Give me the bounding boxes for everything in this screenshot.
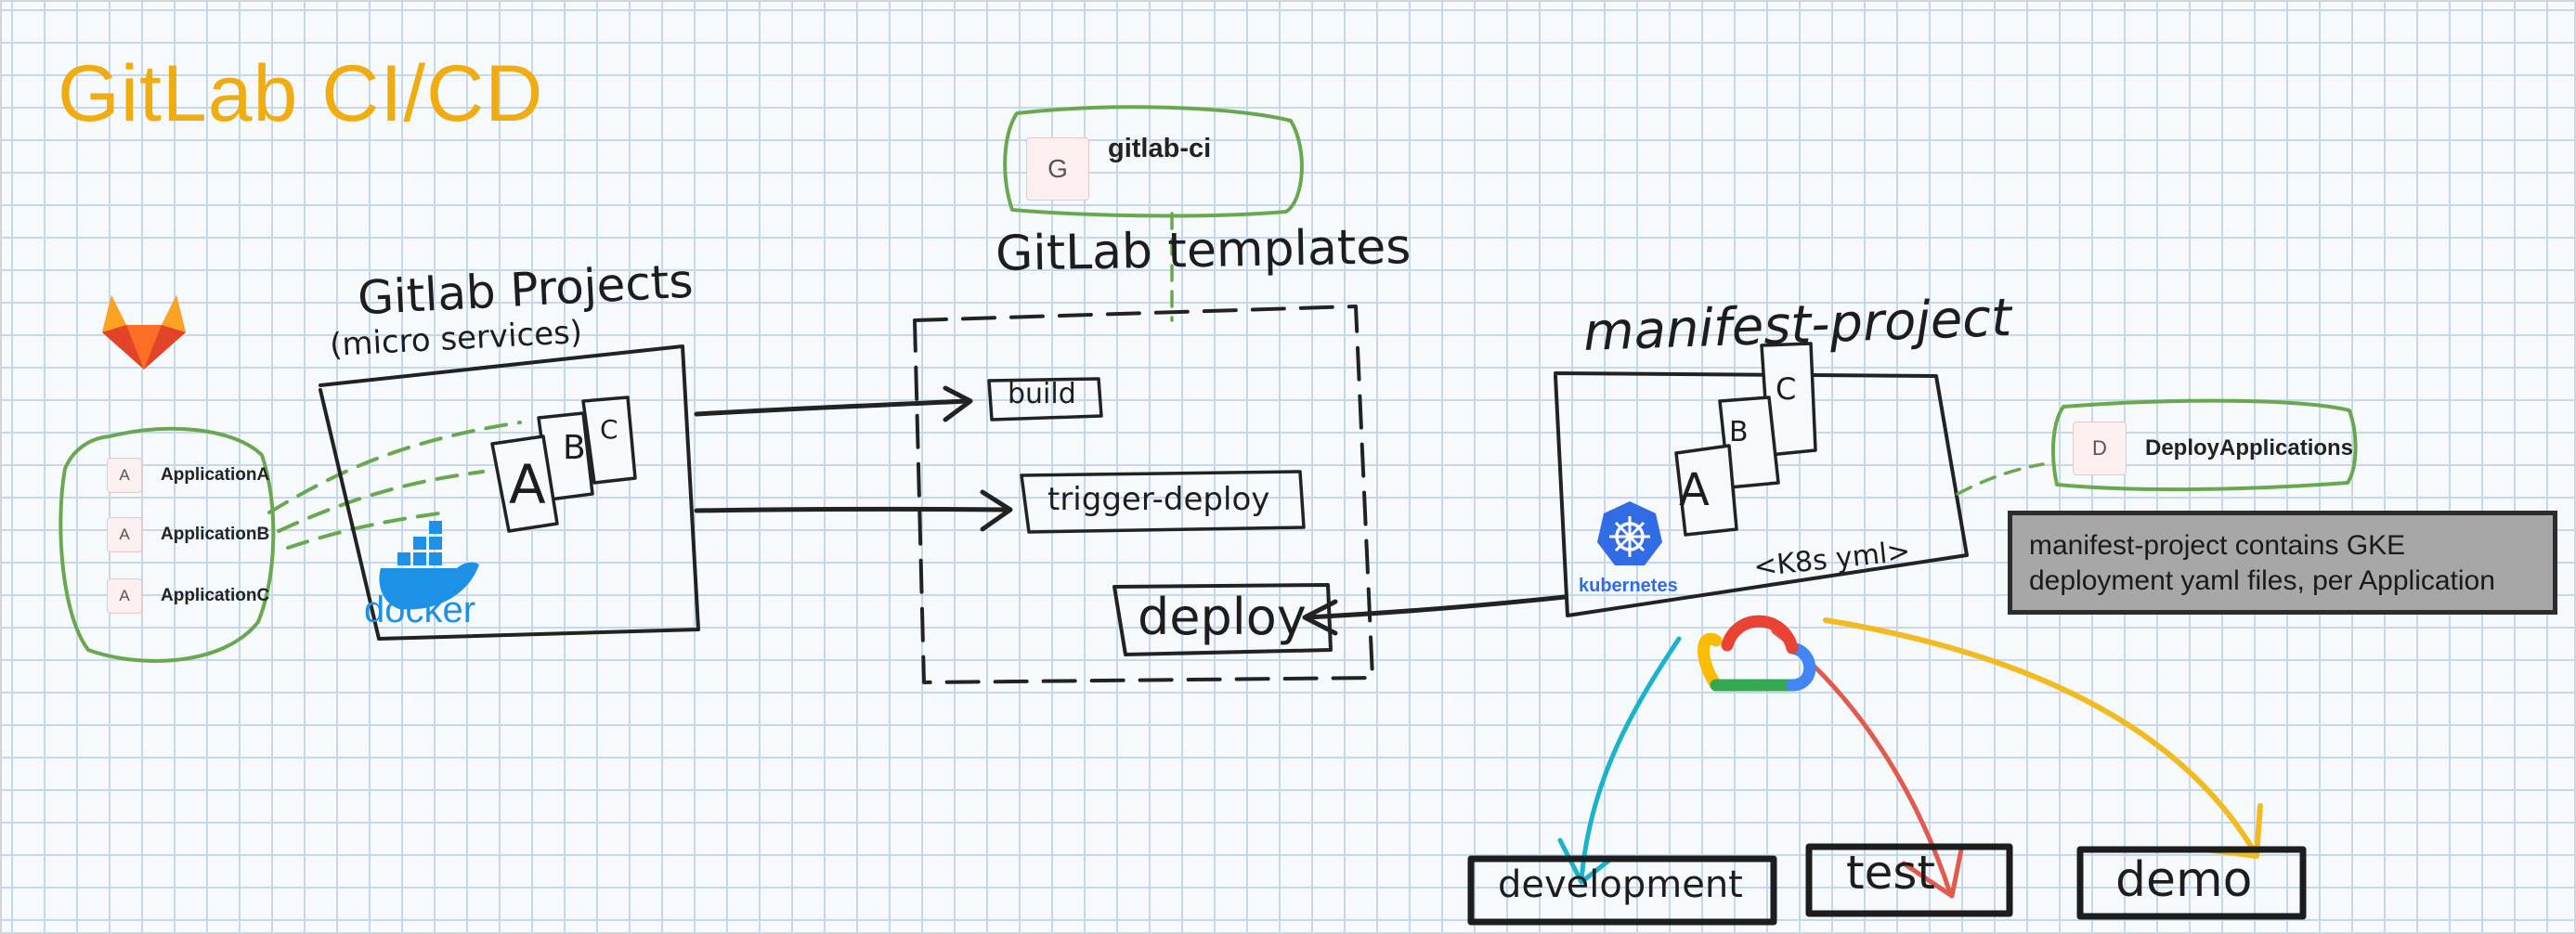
page-title: GitLab CI/CD	[58, 49, 544, 138]
project-card-b: B	[563, 429, 586, 467]
application-label: ApplicationC	[161, 586, 270, 605]
application-label: ApplicationA	[161, 465, 270, 485]
trigger-deploy-job-box	[1020, 470, 1306, 534]
build-job-box	[987, 377, 1103, 422]
gitlab-ci-icon: G	[1026, 137, 1089, 201]
templates-heading: GitLab templates	[995, 219, 1412, 282]
deploy-applications-icon: D	[2073, 422, 2127, 475]
applications-group-outline	[59, 426, 276, 663]
arrow-to-development	[1579, 636, 1682, 883]
gitlab-logo-icon	[102, 295, 186, 370]
deploy-applications-label: DeployApplications	[2145, 435, 2354, 461]
application-node[interactable]: A ApplicationC	[107, 578, 269, 614]
environment-demo[interactable]: demo	[2115, 852, 2253, 908]
application-node[interactable]: A ApplicationB	[107, 517, 269, 552]
application-node[interactable]: A ApplicationA	[107, 458, 269, 493]
kubernetes-logo-icon	[1597, 501, 1662, 565]
project-card-a: A	[509, 453, 546, 516]
manifest-card-c: C	[1776, 371, 1797, 407]
demo-box	[2076, 846, 2307, 920]
manifest-card-b: B	[1729, 416, 1749, 448]
deploy-applications-node[interactable]: D DeployApplications	[2073, 422, 2353, 475]
application-icon: A	[107, 578, 142, 614]
application-icon: A	[107, 517, 142, 552]
arrow-to-demo	[1823, 617, 2257, 855]
manifest-note: manifest-project contains GKE deployment…	[2008, 511, 2557, 615]
docker-logo-icon	[379, 521, 479, 610]
environment-development[interactable]: development	[1498, 863, 1743, 906]
arrow-to-build	[694, 398, 970, 417]
trigger-deploy-job[interactable]: trigger-deploy	[1047, 481, 1270, 518]
gitlab-ci-node[interactable]: G gitlab-ci	[1026, 134, 1212, 201]
gitlab-projects-box	[319, 344, 700, 641]
docker-label: docker	[364, 590, 476, 630]
project-card-c: C	[600, 414, 618, 445]
application-label: ApplicationB	[161, 525, 270, 544]
application-icon: A	[107, 458, 142, 493]
manifest-card-a: A	[1679, 464, 1710, 516]
kubernetes-label: kubernetes	[1579, 576, 1678, 596]
build-job[interactable]: build	[1008, 378, 1076, 410]
development-box	[1467, 855, 1777, 926]
test-box	[1805, 843, 2013, 917]
google-cloud-logo-icon	[1698, 615, 1816, 692]
deploy-job[interactable]: deploy	[1138, 588, 1307, 646]
gitlab-ci-outline	[1003, 105, 1304, 218]
environment-test[interactable]: test	[1846, 846, 1936, 900]
arrow-to-deploy	[1305, 594, 1568, 620]
templates-box	[913, 305, 1374, 684]
gitlab-ci-label: gitlab-ci	[1108, 134, 1212, 163]
arrow-to-trigger-deploy	[694, 506, 1010, 513]
deploy-job-box	[1112, 583, 1333, 656]
deploy-applications-outline	[2050, 398, 2358, 492]
